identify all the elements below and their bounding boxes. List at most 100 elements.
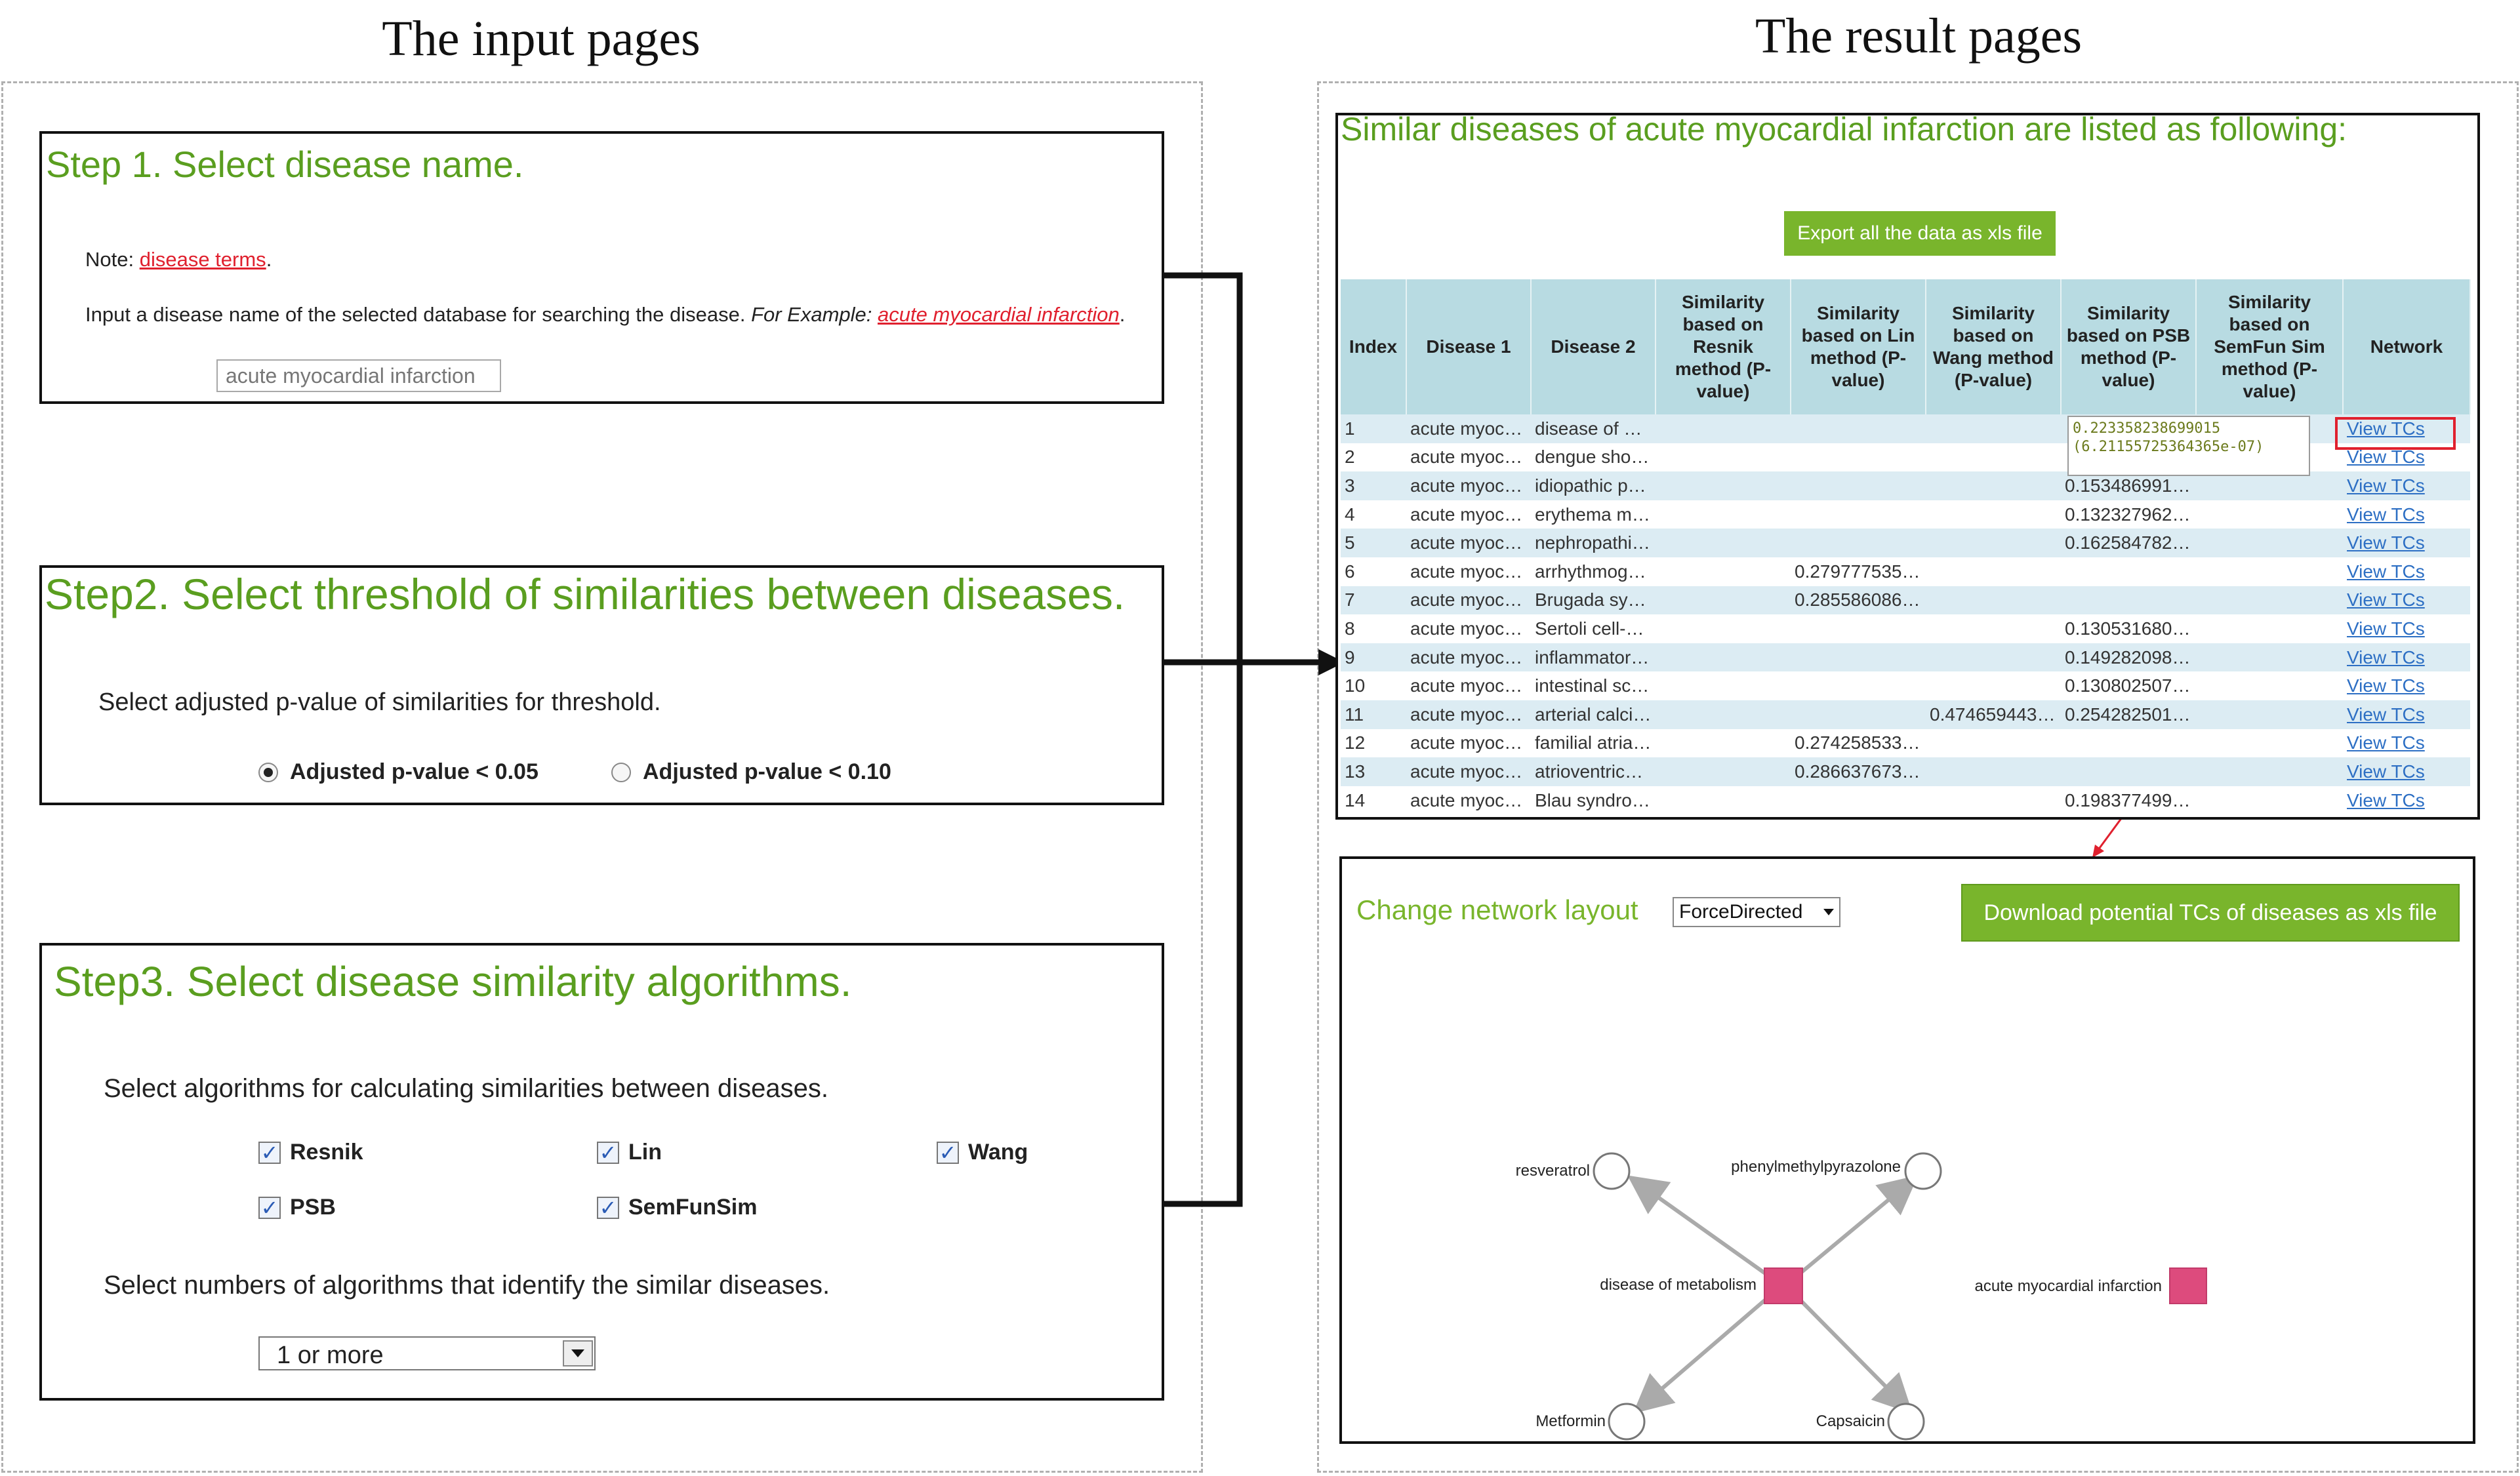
disease-terms-link[interactable]: disease terms xyxy=(139,248,266,271)
table-cell xyxy=(1791,529,1926,557)
table-cell: nephropathi… xyxy=(1531,529,1656,557)
table-cell: idiopathic p… xyxy=(1531,471,1656,500)
table-cell xyxy=(1791,414,1926,443)
table-cell: 13 xyxy=(1341,757,1406,786)
threshold-option-005[interactable]: Adjusted p-value < 0.05 xyxy=(258,759,539,785)
table-cell xyxy=(2196,786,2343,815)
view-tcs-link[interactable]: View TCs xyxy=(2347,647,2425,668)
view-tcs-link[interactable]: View TCs xyxy=(2347,589,2425,610)
network-cell: View TCs xyxy=(2343,671,2470,700)
table-cell: 0.254282501… xyxy=(2061,700,2196,729)
disease-name-input[interactable] xyxy=(216,359,501,392)
checkbox-icon[interactable]: ✓ xyxy=(937,1141,959,1164)
view-tcs-link[interactable]: View TCs xyxy=(2347,561,2425,582)
table-cell: acute myoc… xyxy=(1406,757,1531,786)
input-pages-heading: The input pages xyxy=(382,11,701,66)
network-node[interactable] xyxy=(1608,1403,1646,1441)
checkbox-icon[interactable]: ✓ xyxy=(258,1196,281,1219)
table-cell xyxy=(1926,786,2061,815)
table-cell: 0.286637673… xyxy=(1791,757,1926,786)
layout-select-value: ForceDirected xyxy=(1679,901,1803,923)
table-cell: acute myoc… xyxy=(1406,700,1531,729)
table-cell: 7 xyxy=(1341,586,1406,615)
algorithm-label: SemFunSim xyxy=(628,1195,758,1220)
checkbox-icon[interactable]: ✓ xyxy=(258,1141,281,1164)
column-header[interactable]: Similarity based on Resnik method (P-val… xyxy=(1656,279,1791,414)
layout-select[interactable]: ForceDirected xyxy=(1673,897,1840,927)
dropdown-arrow-icon[interactable] xyxy=(563,1340,593,1366)
radio-icon[interactable] xyxy=(611,762,631,782)
table-cell: atrioventric… xyxy=(1531,757,1656,786)
table-cell: 2 xyxy=(1341,443,1406,472)
view-tcs-link[interactable]: View TCs xyxy=(2347,761,2425,782)
column-header[interactable]: Disease 2 xyxy=(1531,279,1656,414)
column-header[interactable]: Index xyxy=(1341,279,1407,414)
example-label: For Example: xyxy=(751,303,878,326)
table-cell: acute myoc… xyxy=(1406,643,1531,672)
view-tcs-link[interactable]: View TCs xyxy=(2347,504,2425,525)
table-cell xyxy=(1791,786,1926,815)
table-cell xyxy=(1791,500,1926,529)
table-cell: 11 xyxy=(1341,700,1406,729)
note-label: Note: xyxy=(85,248,140,271)
table-cell xyxy=(1926,414,2061,443)
algorithm-resnik[interactable]: ✓ Resnik xyxy=(258,1140,363,1165)
table-cell xyxy=(1656,757,1791,786)
table-cell xyxy=(1926,443,2061,472)
export-xls-button[interactable]: Export all the data as xls file xyxy=(1784,211,2056,256)
view-tcs-link[interactable]: View TCs xyxy=(2347,732,2425,753)
algorithm-count-select[interactable]: 1 or more xyxy=(258,1336,596,1370)
network-node[interactable] xyxy=(1887,1403,1925,1441)
table-cell xyxy=(1656,728,1791,758)
table-cell: 0.285586086… xyxy=(1791,586,1926,615)
algorithm-wang[interactable]: ✓ Wang xyxy=(937,1140,1028,1165)
numbers-instruction: Select numbers of algorithms that identi… xyxy=(104,1271,830,1300)
query-disease-node[interactable] xyxy=(2169,1267,2207,1304)
column-header[interactable]: Similarity based on Wang method (P-value… xyxy=(1926,279,2062,414)
algorithm-lin[interactable]: ✓ Lin xyxy=(597,1140,662,1165)
view-tcs-link[interactable]: View TCs xyxy=(2347,618,2425,639)
view-tcs-link[interactable]: View TCs xyxy=(2347,475,2425,496)
example-link[interactable]: acute myocardial infarction xyxy=(878,303,1120,326)
view-tcs-link[interactable]: View TCs xyxy=(2347,789,2425,810)
checkbox-icon[interactable]: ✓ xyxy=(597,1141,619,1164)
table-cell: 10 xyxy=(1341,671,1406,700)
view-tcs-link[interactable]: View TCs xyxy=(2347,447,2425,468)
table-cell: dengue sho… xyxy=(1531,443,1656,472)
algorithm-count-value: 1 or more xyxy=(277,1342,384,1369)
table-cell xyxy=(1926,500,2061,529)
table-cell xyxy=(1656,786,1791,815)
table-cell xyxy=(1791,643,1926,672)
algorithm-semfunsim[interactable]: ✓ SemFunSim xyxy=(597,1195,757,1220)
view-tcs-link[interactable]: View TCs xyxy=(2347,532,2425,553)
column-header[interactable]: Similarity based on SemFun Sim method (P… xyxy=(2196,279,2344,414)
table-cell: 12 xyxy=(1341,728,1406,758)
column-header[interactable]: Similarity based on Lin method (P-value) xyxy=(1791,279,1926,414)
network-node[interactable] xyxy=(1904,1152,1942,1190)
column-header[interactable]: Network xyxy=(2343,279,2471,414)
threshold-option-010[interactable]: Adjusted p-value < 0.10 xyxy=(611,759,891,785)
algorithm-psb[interactable]: ✓ PSB xyxy=(258,1195,336,1220)
table-cell xyxy=(1656,643,1791,672)
network-node[interactable] xyxy=(1593,1152,1631,1190)
download-tcs-button[interactable]: Download potential TCs of diseases as xl… xyxy=(1961,884,2460,942)
node-label-center: disease of metabolism xyxy=(1600,1276,1757,1294)
view-tcs-link[interactable]: View TCs xyxy=(2347,675,2425,696)
table-cell xyxy=(1656,443,1791,472)
center-disease-node[interactable] xyxy=(1764,1267,1803,1304)
view-tcs-link[interactable]: View TCs xyxy=(2347,704,2425,725)
algorithm-label: Resnik xyxy=(290,1140,363,1165)
table-cell: 1 xyxy=(1341,414,1406,443)
node-label-metformin: Metformin xyxy=(1535,1412,1606,1430)
network-graph xyxy=(1593,1152,2207,1441)
table-cell xyxy=(1791,614,1926,643)
column-header[interactable]: Similarity based on PSB method (P-value) xyxy=(2061,279,2197,414)
table-cell xyxy=(1791,671,1926,700)
table-cell: 14 xyxy=(1341,786,1406,815)
table-cell: acute myoc… xyxy=(1406,557,1531,586)
radio-icon[interactable] xyxy=(258,762,278,782)
checkbox-icon[interactable]: ✓ xyxy=(597,1196,619,1219)
column-header[interactable]: Disease 1 xyxy=(1406,279,1532,414)
